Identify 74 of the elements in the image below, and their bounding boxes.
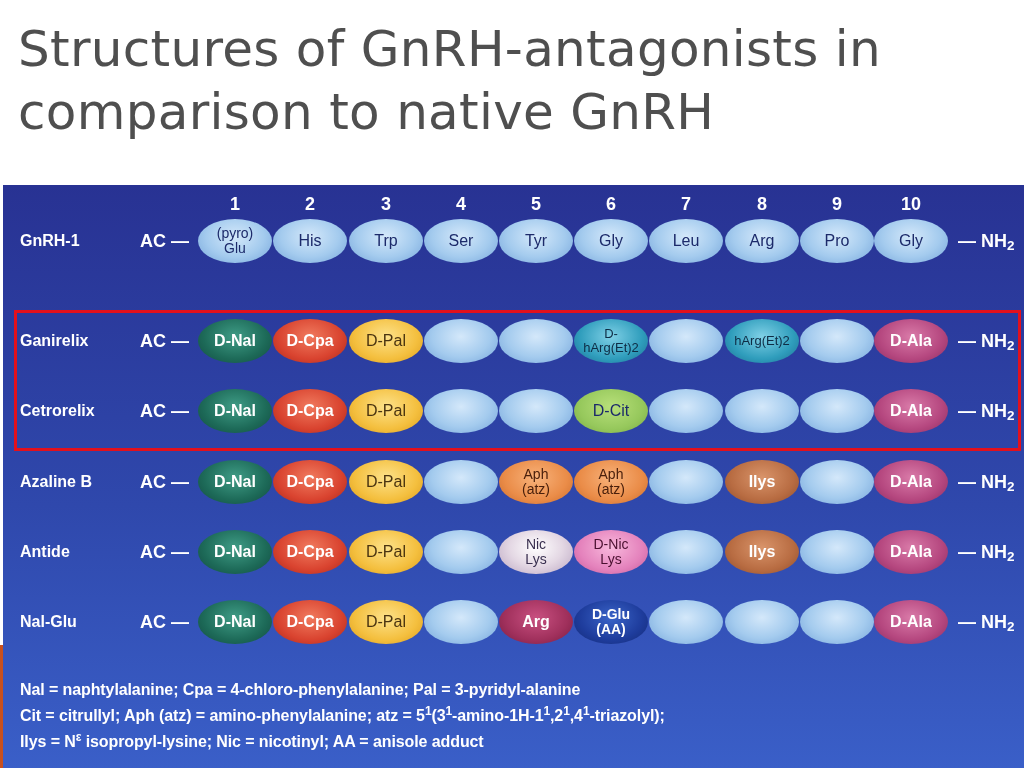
terminus-label: AC — <box>140 229 189 253</box>
residue-label: D-Nal <box>214 614 256 630</box>
residue-label: D-Ala <box>890 544 932 560</box>
terminus-label: AC — <box>140 329 189 353</box>
position-number: 6 <box>606 192 616 216</box>
residue-label: D-Cpa <box>286 614 334 630</box>
peptide-name: Ganirelix <box>20 331 89 351</box>
residue-label: D-Cpa <box>286 474 334 490</box>
terminus-label: — NH$_{2}$ <box>958 399 1015 425</box>
footnote-text: Cit = citrullyl; Aph (atz) = amino-phenylalanine; atz = 5$^{1}$(3$^{1}$-amino-1H-1$^{1}$,2$^{1}$,4$^{1}$-triazolyl); <box>20 704 665 726</box>
residue-label: D-Cpa <box>286 544 334 560</box>
terminus-label: — NH$_{2}$ <box>958 610 1015 636</box>
residue-label: Ilys <box>748 544 776 560</box>
residue-label: D-Nal <box>214 403 256 419</box>
residue-label: D-Pal <box>366 544 406 560</box>
residue-label: D-Cpa <box>286 403 334 419</box>
peptide-name: GnRH-1 <box>20 231 80 251</box>
residue-label: D-Ala <box>890 474 932 490</box>
residue-label: D-Glu (AA) <box>591 607 631 637</box>
position-number: 5 <box>531 192 541 216</box>
position-number: 3 <box>381 192 391 216</box>
highlight-frame <box>14 310 1021 451</box>
residue-label: D-Ala <box>890 333 932 349</box>
peptide-name: Cetrorelix <box>20 401 95 421</box>
residue-label: D-Ala <box>890 614 932 630</box>
terminus-label: — NH$_{2}$ <box>958 329 1015 355</box>
residue-label: D-Cit <box>592 403 630 419</box>
residue-label: Gly <box>899 233 923 249</box>
residue-label: D-Pal <box>366 333 406 349</box>
residue-label: D-Pal <box>366 614 406 630</box>
position-number: 8 <box>757 192 767 216</box>
terminus-label: — NH$_{2}$ <box>958 470 1015 496</box>
residue-label: Nic Lys <box>525 537 547 567</box>
residue-label: His <box>298 233 322 249</box>
residue-label: hArg(Et)2 <box>734 334 790 348</box>
peptide-name: Antide <box>20 542 70 562</box>
terminus-label: AC — <box>140 470 189 494</box>
residue-label: D-Nic Lys <box>593 537 629 567</box>
residue-label: Aph (atz) <box>522 467 550 497</box>
residue-label: D-Pal <box>366 403 406 419</box>
residue-label: D-Pal <box>366 474 406 490</box>
residue-label: (pyro) Glu <box>216 226 254 256</box>
position-number: 2 <box>305 192 315 216</box>
residue-label: D-Cpa <box>286 333 334 349</box>
terminus-label: AC — <box>140 540 189 564</box>
position-number: 4 <box>456 192 466 216</box>
terminus-label: — NH$_{2}$ <box>958 540 1015 566</box>
residue-label: Aph (atz) <box>597 467 625 497</box>
terminus-label: AC — <box>140 399 189 423</box>
peptide-name: Nal-Glu <box>20 612 77 632</box>
residue-label: Ilys <box>748 474 776 490</box>
footnote-text: Nal = naphtylalanine; Cpa = 4-chloro-phenylalanine; Pal = 3-pyridyl-alanine <box>20 680 581 700</box>
position-number: 1 <box>230 192 240 216</box>
residue-label: Gly <box>599 233 623 249</box>
position-number: 9 <box>832 192 842 216</box>
peptide-name: Azaline B <box>20 472 92 492</box>
residue-label: Arg <box>749 233 775 249</box>
residue-label: D-Nal <box>214 333 256 349</box>
residue-label: Leu <box>672 233 700 249</box>
residue-label: Arg <box>522 614 550 630</box>
residue-label: Tyr <box>524 233 548 249</box>
terminus-label: AC — <box>140 610 189 634</box>
terminus-label: — NH$_{2}$ <box>958 229 1015 255</box>
residue-label: D-Ala <box>890 403 932 419</box>
slide-title: Structures of GnRH-antagonists in comparison to native GnRH <box>18 19 882 143</box>
residue-label: Trp <box>374 233 398 249</box>
footnote-text: Ilys = N$^{ε}$ isopropyl-lysine; Nic = nicotinyl; AA = anisole adduct <box>20 730 484 752</box>
residue-label: D-Nal <box>214 544 256 560</box>
residue-label: D-Nal <box>214 474 256 490</box>
residue-label: Pro <box>824 233 850 249</box>
position-number: 10 <box>901 192 921 216</box>
residue-label: Ser <box>448 233 474 249</box>
residue-label: D-hArg(Et)2 <box>582 327 640 355</box>
position-number: 7 <box>681 192 691 216</box>
